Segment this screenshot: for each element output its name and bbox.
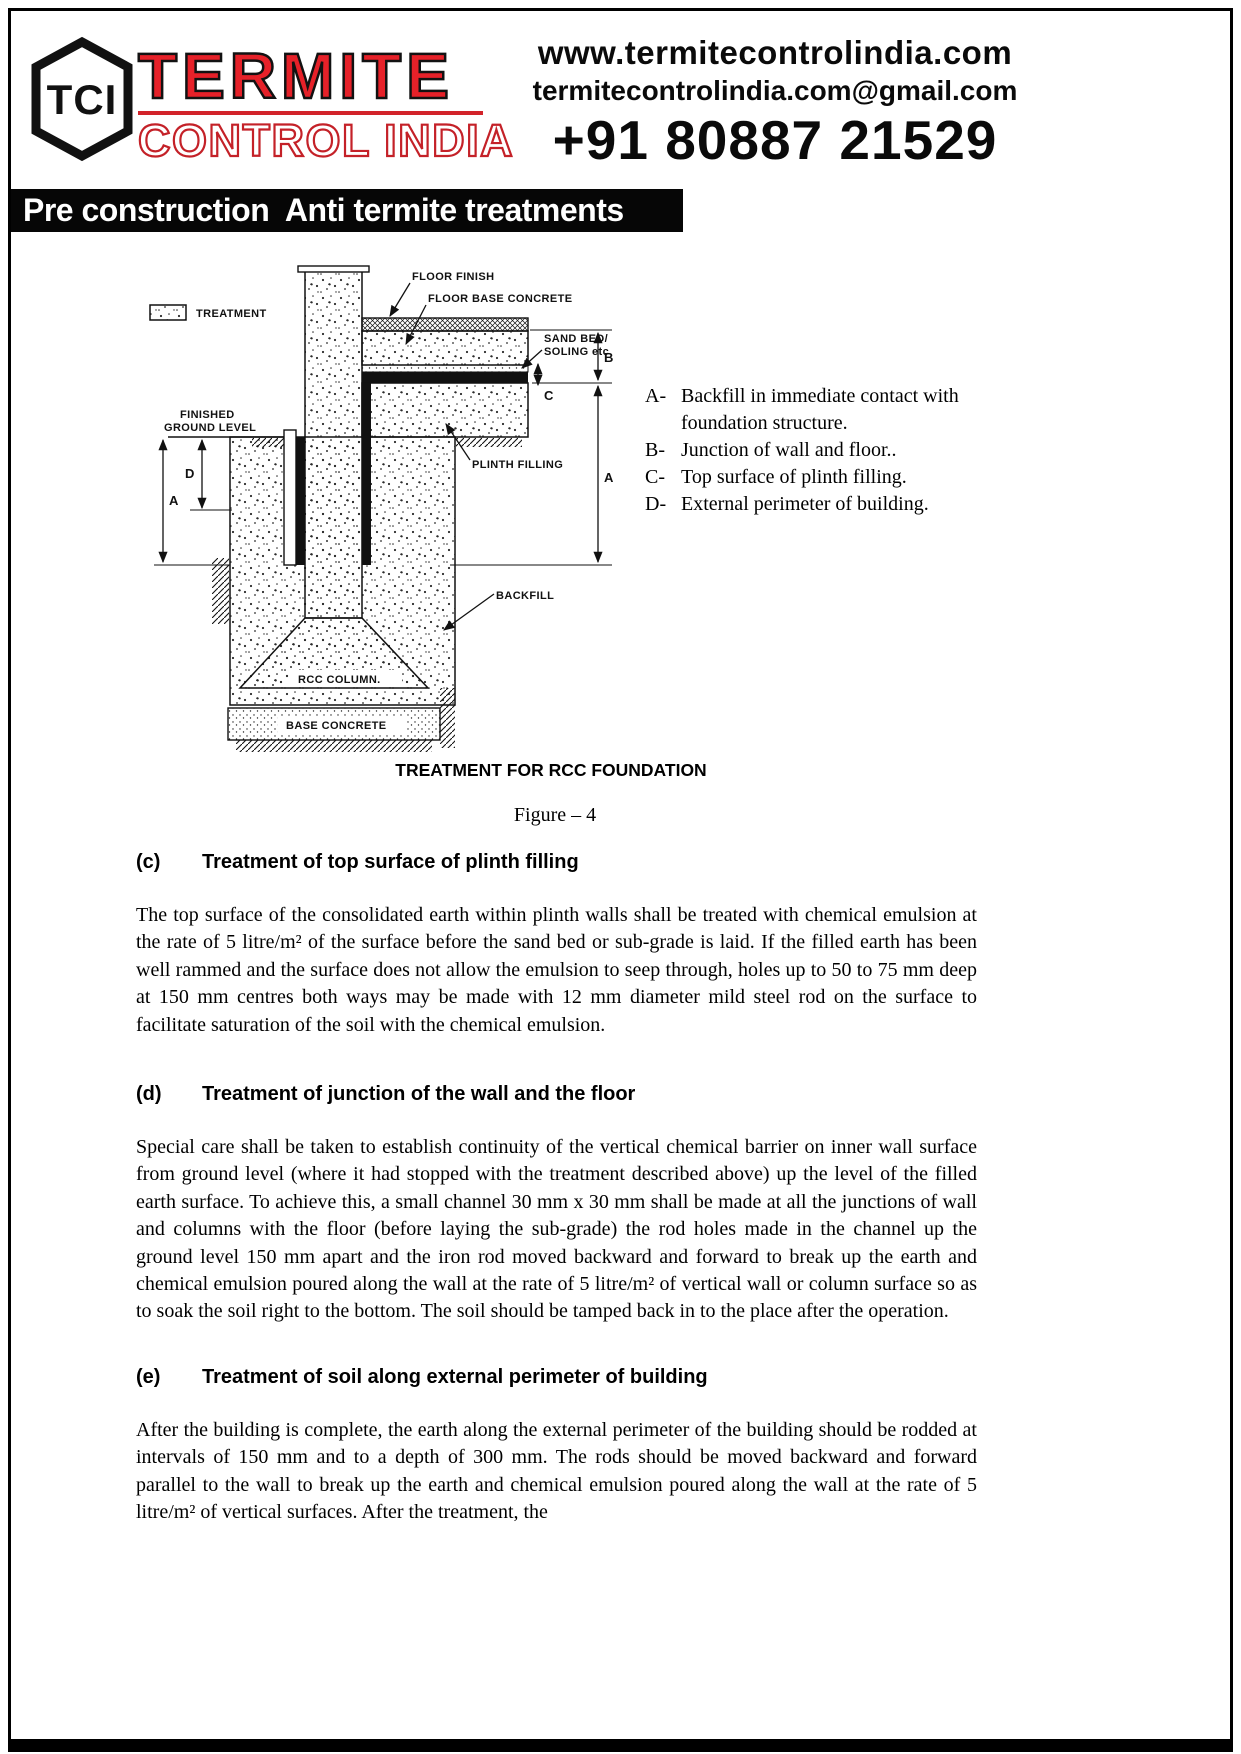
legend-text: Top surface of plinth filling.	[681, 466, 907, 488]
treatment-band-horizontal	[362, 372, 528, 383]
sand-bed-layer	[361, 364, 529, 373]
rcc-column-label-bg	[290, 670, 402, 687]
section-heading: (d) Treatment of junction of the wall an…	[136, 1080, 977, 1108]
plinth-filling-leader	[445, 423, 471, 461]
sand-bed-leader	[521, 349, 543, 369]
tci-hexagon-logo-icon: TCI	[31, 36, 133, 162]
legend-item-b: B- Junction of wall and floor..	[645, 437, 977, 464]
floor-finish-layer	[361, 317, 529, 332]
phone-number-text: +91 80887 21529	[552, 109, 998, 171]
rcc-column-label: RCC COLUMN.	[298, 674, 381, 686]
legend-text: Junction of wall and floor..	[681, 439, 897, 461]
backfill-leader	[443, 593, 495, 631]
section-heading: (c) Treatment of top surface of plinth f…	[136, 848, 977, 876]
dim-b-label: B	[604, 350, 613, 365]
plinth-wall-stub	[283, 429, 297, 566]
sand-bed-label-line2: SOLING etc	[544, 346, 609, 358]
sand-bed-label-line1: SAND BED/	[544, 333, 608, 345]
rcc-column-shape	[304, 269, 363, 619]
dim-d-label: D	[185, 466, 194, 481]
base-concrete-label-bg	[278, 716, 406, 733]
plinth-filling-area	[361, 382, 529, 438]
ground-hatch-right	[456, 438, 522, 447]
section-body: After the building is complete, the eart…	[136, 1419, 977, 1524]
brand-termite-text: TERMITE	[137, 40, 454, 112]
finished-ground-label-line2: GROUND LEVEL	[164, 422, 256, 434]
section-title: Treatment of soil along external perimet…	[202, 1366, 708, 1388]
email-text: termitecontrolindia.com@gmail.com	[532, 75, 1018, 106]
legend-key: D-	[645, 493, 667, 515]
figure-legend: A- Backfill in immediate contact with fo…	[645, 383, 977, 518]
legend-item-d: D- External perimeter of building.	[645, 491, 977, 518]
section-heading: (e) Treatment of soil along external per…	[136, 1363, 977, 1391]
dim-a-left-label: A	[169, 493, 179, 508]
section-c: (c) Treatment of top surface of plinth f…	[136, 848, 977, 1039]
section-id: (c)	[136, 851, 161, 873]
section-body: Special care shall be taken to establish…	[136, 1136, 977, 1323]
dim-a-left-label-bg	[166, 491, 181, 508]
treatment-label: TREATMENT	[196, 308, 267, 320]
floor-base-concrete-label: FLOOR BASE CONCRETE	[428, 293, 573, 305]
section-id: (e)	[136, 1366, 161, 1388]
website-text: www.termitecontrolindia.com	[537, 34, 1013, 71]
base-concrete-hatch	[236, 740, 432, 752]
contact-block: www.termitecontrolindia.com termitecontr…	[510, 34, 1040, 172]
section-title: Treatment of junction of the wall and th…	[202, 1083, 636, 1105]
banner-title: Pre construction Anti termite treatments	[23, 192, 624, 228]
section-e: (e) Treatment of soil along external per…	[136, 1363, 977, 1527]
legend-key: B-	[645, 439, 665, 461]
legend-key: C-	[645, 466, 665, 488]
hexagon-outline	[31, 36, 133, 162]
section-body: The top surface of the consolidated eart…	[136, 904, 977, 1036]
treatment-swatch	[149, 304, 187, 321]
floor-base-concrete-layer	[361, 330, 529, 366]
figure-caption: TREATMENT FOR RCC FOUNDATION	[395, 760, 707, 780]
treatment-strip-left	[296, 437, 305, 565]
logo-monogram: TCI	[47, 76, 118, 123]
legend-item-a: A- Backfill in immediate contact with fo…	[645, 383, 977, 437]
floor-base-leader	[405, 304, 427, 346]
section-title: Treatment of top surface of plinth filli…	[202, 851, 579, 873]
legend-text: External perimeter of building.	[681, 493, 929, 515]
figure-number: Figure – 4	[513, 804, 597, 826]
column-break-cap	[297, 265, 370, 273]
section-d: (d) Treatment of junction of the wall an…	[136, 1080, 977, 1326]
brand-control-india-text: CONTROL INDIA	[137, 115, 515, 166]
legend-text: Backfill in immediate contact with found…	[681, 385, 959, 434]
section-banner: Pre construction Anti termite treatments	[11, 189, 683, 232]
brand-underline	[138, 111, 483, 115]
legend-key: A-	[645, 385, 667, 407]
plinth-filling-label: PLINTH FILLING	[472, 459, 563, 471]
floor-finish-leader	[389, 282, 411, 317]
dim-a-right-label: A	[604, 470, 614, 485]
brand-block: TERMITE CONTROL INDIA	[137, 40, 515, 166]
legend-item-c: C- Top surface of plinth filling.	[645, 464, 977, 491]
base-concrete-label: BASE CONCRETE	[286, 720, 387, 732]
pit-edge-hatch	[440, 688, 455, 748]
backfill-label: BACKFILL	[496, 590, 554, 602]
rcc-foundation-diagram: TREATMENT FLOOR FINISH FLOOR BASE CONCRE…	[149, 265, 614, 752]
treatment-strip-right	[362, 383, 371, 565]
ground-hatch-left	[252, 438, 284, 447]
section-id: (d)	[136, 1083, 162, 1105]
dim-c-label: C	[544, 388, 554, 403]
finished-ground-label-line1: FINISHED	[180, 409, 235, 421]
floor-finish-label: FLOOR FINISH	[412, 271, 494, 283]
left-earth-hatch	[212, 558, 229, 624]
